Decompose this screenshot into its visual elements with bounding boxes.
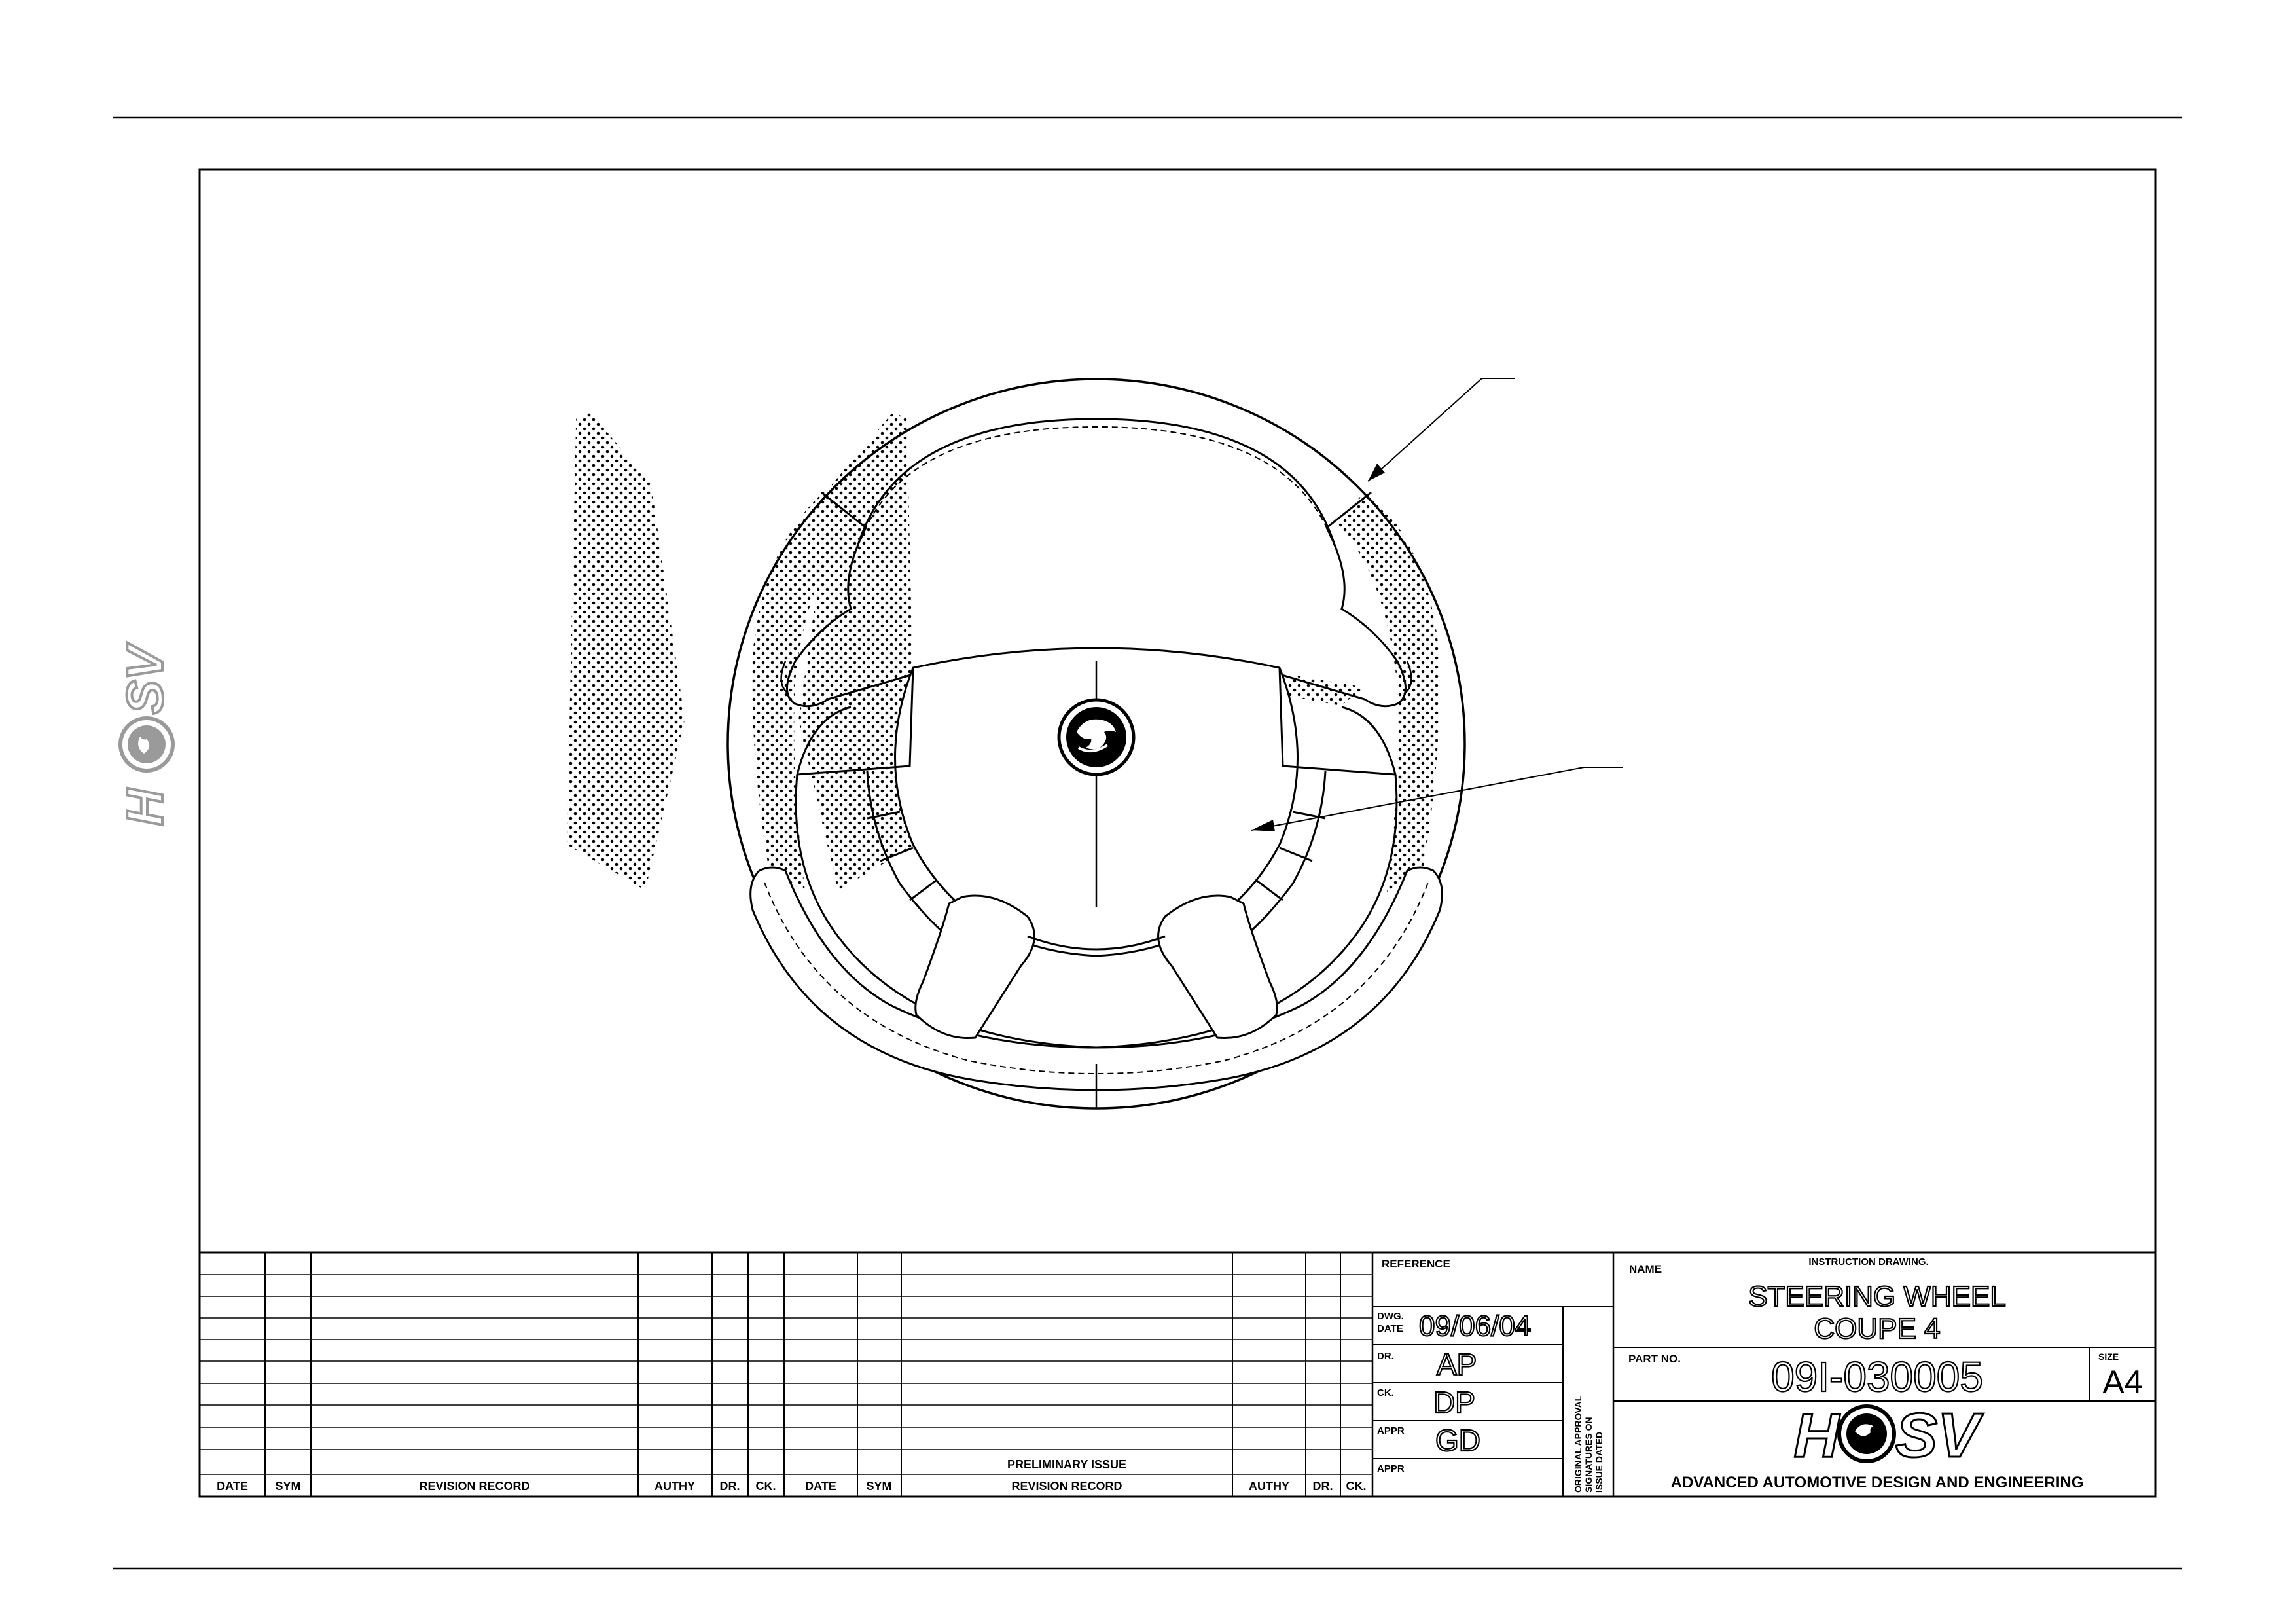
part-no-label: PART NO.	[1628, 1353, 1681, 1365]
dwg-label-2: DATE	[1377, 1323, 1403, 1334]
approval-block	[1372, 1252, 2155, 1497]
rev-header-authy-right: AUTHY	[1249, 1480, 1289, 1493]
title-block	[200, 1251, 2155, 1497]
lower-right-spoke-pad	[1157, 894, 1278, 1040]
instruction-label: INSTRUCTION DRAWING.	[1808, 1256, 1928, 1267]
right-thumb-grip	[1279, 527, 1407, 708]
rev-header-dr-right: DR.	[1313, 1480, 1333, 1493]
wheel-lower-grip	[749, 866, 1443, 1091]
rev-header-record-right: REVISION RECORD	[1011, 1480, 1122, 1493]
title-block-logo: H SV	[1793, 1400, 1984, 1472]
rev-header-date-left: DATE	[217, 1480, 248, 1493]
lower-left-spoke-pad	[914, 894, 1035, 1040]
rev-header-dr-left: DR.	[720, 1480, 740, 1493]
side-logo: H SV	[115, 641, 175, 827]
leader-arrow-rim	[1368, 464, 1385, 481]
hub-emblem	[1057, 698, 1136, 776]
wheel-outer-rim	[726, 378, 1466, 1110]
revision-table-rows	[200, 1274, 1372, 1475]
stitching-top	[860, 426, 1333, 541]
preliminary-issue: PRELIMINARY ISSUE	[1007, 1458, 1126, 1471]
appr-value: GD	[1435, 1423, 1480, 1457]
rev-header-ck-right: CK.	[1346, 1480, 1367, 1493]
rev-header-ck-left: CK.	[756, 1480, 776, 1493]
appr2-label: APPR	[1377, 1463, 1405, 1474]
left-spoke	[796, 667, 914, 776]
name-label: NAME	[1629, 1263, 1662, 1275]
rev-header-sym-right: SYM	[866, 1480, 891, 1493]
logo-sv: SV	[1895, 1400, 1984, 1470]
drawing-border	[198, 168, 2157, 1498]
hub-lower-edge	[1027, 935, 1166, 951]
left-thumb-grip	[786, 527, 914, 708]
rim-split-right	[1326, 491, 1372, 529]
dwg-label-1: DWG.	[1377, 1311, 1404, 1322]
appr-label: APPR	[1377, 1425, 1405, 1436]
side-logo-sv: SV	[116, 642, 173, 714]
rim-split-left	[821, 491, 867, 529]
approval-note-2: SIGNATURES ON	[1583, 1417, 1594, 1493]
rev-header-record-left: REVISION RECORD	[419, 1480, 529, 1493]
dr-label: DR.	[1377, 1351, 1394, 1362]
dr-value: AP	[1437, 1347, 1477, 1381]
title-block-text: REFERENCE DWG. DATE 09/06/04 DR. AP CK. …	[217, 1256, 2142, 1493]
reference-label: REFERENCE	[1382, 1258, 1450, 1270]
part-no-value: 09I-030005	[1771, 1353, 1983, 1400]
approval-note-3: ISSUE DATED	[1594, 1432, 1604, 1493]
ck-value: DP	[1433, 1385, 1475, 1419]
steering-wheel	[567, 378, 1623, 1110]
approval-note: ORIGINAL APPROVAL SIGNATURES ON ISSUE DA…	[1573, 1395, 1604, 1493]
size-value: A4	[2102, 1364, 2142, 1400]
rev-header-date-right: DATE	[805, 1480, 836, 1493]
rev-header-sym-left: SYM	[275, 1480, 300, 1493]
side-logo-h: H	[116, 788, 173, 826]
leader-line-hub	[1251, 767, 1623, 831]
ck-label: CK.	[1377, 1387, 1394, 1398]
wheel-inner-rim-top	[856, 418, 1336, 547]
rev-header-authy-left: AUTHY	[655, 1480, 695, 1493]
approval-note-1: ORIGINAL APPROVAL	[1573, 1395, 1583, 1493]
company-tagline: ADVANCED AUTOMOTIVE DESIGN AND ENGINEERI…	[1671, 1474, 2084, 1491]
dwg-date-value: 09/06/04	[1419, 1310, 1531, 1342]
title-line-1: STEERING WHEEL	[1748, 1281, 2006, 1313]
leader-line-rim	[1367, 378, 1515, 482]
leader-arrow-hub	[1251, 820, 1275, 831]
revision-table-columns	[264, 1252, 1374, 1497]
right-spoke	[1278, 667, 1397, 776]
title-line-2: COUPE 4	[1814, 1313, 1940, 1345]
logo-h: H	[1794, 1400, 1840, 1470]
size-label: SIZE	[2098, 1351, 2119, 1362]
